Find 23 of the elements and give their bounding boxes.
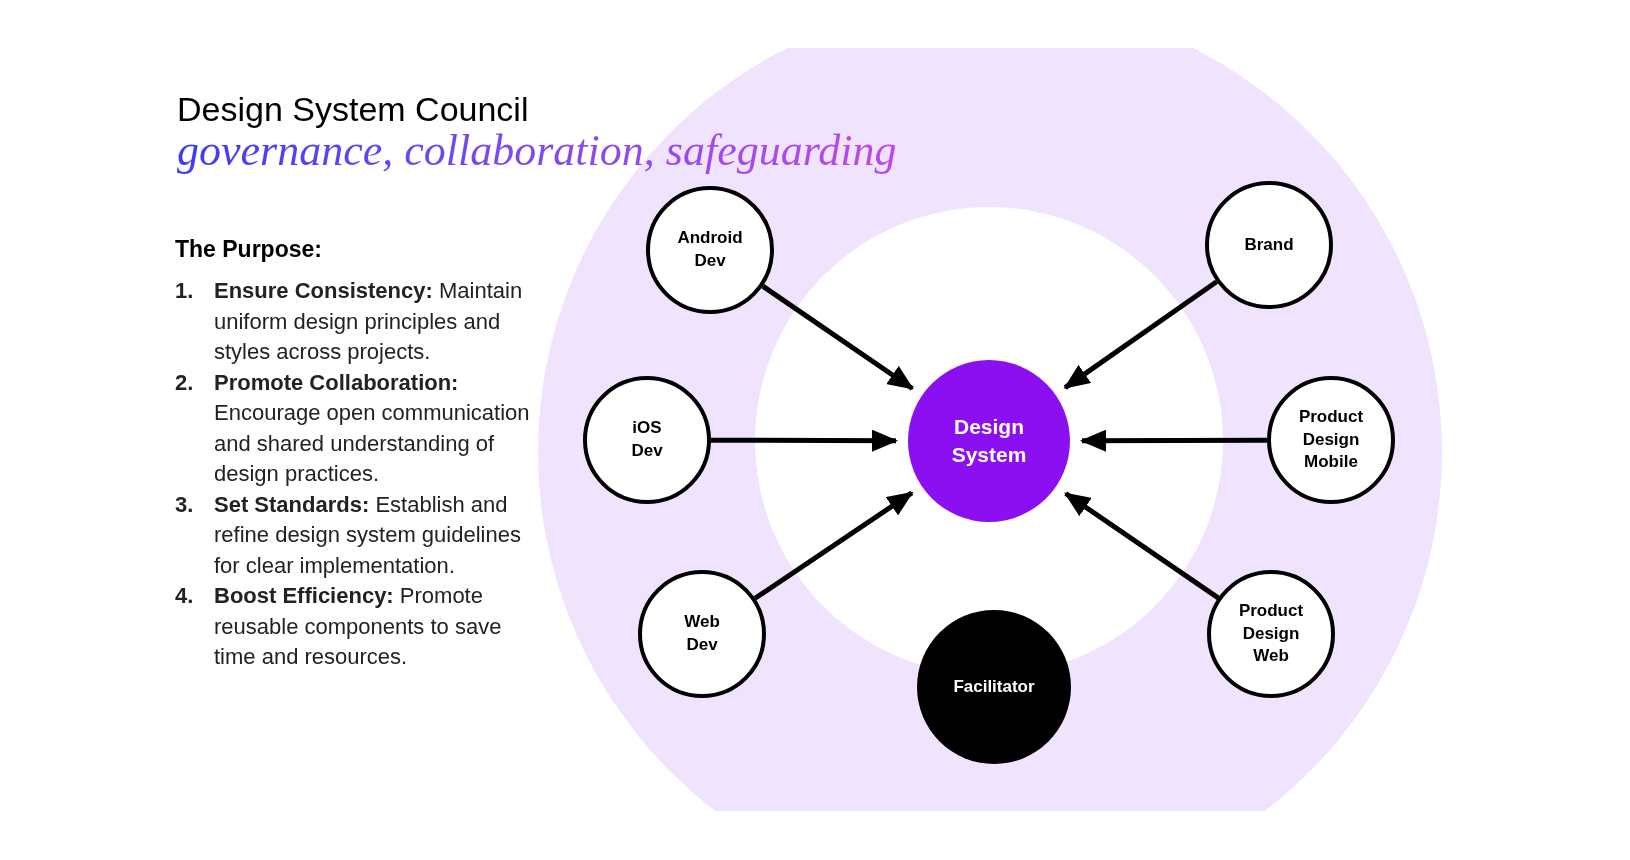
arrow <box>711 429 898 452</box>
list-number: 2. <box>175 368 195 397</box>
list-number: 3. <box>175 490 195 519</box>
arrow <box>1063 279 1218 390</box>
list-number: 4. <box>175 582 195 610</box>
arrow <box>1064 491 1220 600</box>
node-label: Web Dev <box>683 611 721 656</box>
node-label: Design System <box>950 413 1028 468</box>
node-label: iOS Dev <box>630 417 664 462</box>
section-heading: The Purpose: <box>175 235 322 264</box>
list-item-text: Set Standards: Establish and refine design system guidelines for clear implementation. <box>214 490 522 580</box>
node-label: Brand <box>1243 233 1295 256</box>
list-item-text: Boost Efficiency: Promote reusable components to save time and resources. <box>214 582 503 671</box>
list-item-text: Ensure Consistency: Maintain uniform design principles and styles across projects. <box>214 277 524 366</box>
list-item-text: Promote Collaboration: Encourage open communication and shared understanding of design practices. <box>214 368 531 488</box>
node-label: Android Dev <box>676 227 744 272</box>
arrow <box>1080 429 1267 452</box>
arrow <box>753 490 914 601</box>
arrow <box>761 284 914 391</box>
list-number: 1. <box>175 277 195 305</box>
node-label: Facilitator <box>952 675 1036 698</box>
node-label: Product Design Mobile <box>1297 405 1365 474</box>
node-label: Product Design Web <box>1237 599 1305 668</box>
